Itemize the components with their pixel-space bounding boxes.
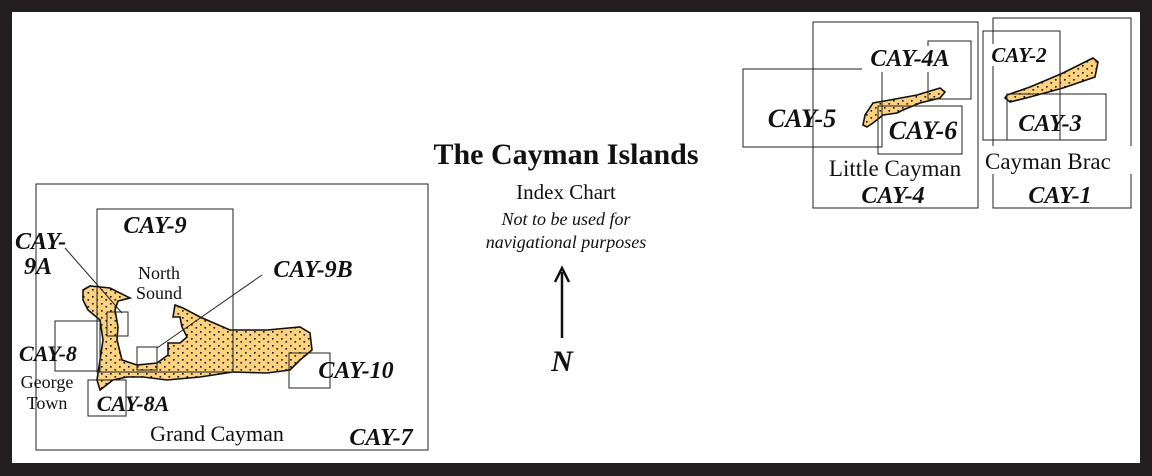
map-title: The Cayman Islands bbox=[433, 138, 698, 171]
cayman-brac-group: CAY-2 CAY-3 Cayman Brac CAY-1 bbox=[982, 17, 1138, 209]
little-cayman-group: CAY-4A CAY-5 CAY-6 Little Cayman CAY-4 bbox=[742, 21, 979, 209]
chart-box-cay-9b bbox=[136, 346, 158, 371]
place-north-sound-line1: North bbox=[138, 263, 180, 283]
map-background bbox=[12, 12, 1140, 463]
map-subtitle: Index Chart bbox=[516, 180, 616, 204]
label-cay-7: CAY-7 bbox=[349, 425, 413, 451]
label-backdrop bbox=[986, 146, 1138, 174]
chart-box-cay-8 bbox=[54, 320, 101, 372]
island-name-cayman-brac: Cayman Brac bbox=[985, 149, 1111, 174]
label-cay-4: CAY-4 bbox=[861, 183, 924, 209]
label-backdrop bbox=[862, 46, 962, 72]
label-cay-10: CAY-10 bbox=[318, 358, 393, 384]
north-arrow-icon bbox=[553, 265, 571, 338]
disclaimer-line1: Not to be used for bbox=[501, 209, 632, 229]
chart-box-cay-4 bbox=[812, 21, 979, 209]
place-george-town-line1: George bbox=[21, 372, 74, 392]
cayman-brac-island bbox=[1003, 57, 1099, 103]
label-cay-1: CAY-1 bbox=[1028, 183, 1091, 209]
place-north-sound-line2: Sound bbox=[136, 283, 182, 303]
label-cay-8a: CAY-8A bbox=[97, 391, 170, 416]
label-cay-8: CAY-8 bbox=[19, 341, 77, 366]
leader-line-cay-9b bbox=[156, 274, 263, 349]
chart-box-cay-9 bbox=[96, 208, 234, 373]
label-cay-5: CAY-5 bbox=[768, 104, 836, 133]
frame-right bbox=[1140, 0, 1152, 476]
grand-cayman-island bbox=[82, 285, 313, 392]
label-cay-9b: CAY-9B bbox=[273, 257, 352, 283]
disclaimer-line2: navigational purposes bbox=[486, 232, 647, 252]
label-cay-9a-line2: 9A bbox=[24, 254, 52, 280]
chart-box-cay-3 bbox=[1006, 93, 1107, 141]
label-backdrop bbox=[986, 44, 1056, 66]
label-cay-9: CAY-9 bbox=[123, 213, 186, 239]
label-cay-4a: CAY-4A bbox=[870, 46, 949, 72]
chart-box-cay-6 bbox=[877, 105, 963, 155]
label-cay-3: CAY-3 bbox=[1018, 111, 1081, 137]
chart-box-cay-1 bbox=[992, 17, 1132, 209]
label-cay-9a-line1: CAY- bbox=[15, 229, 66, 255]
title-block: The Cayman Islands Index Chart Not to be… bbox=[433, 138, 698, 378]
island-name-little-cayman: Little Cayman bbox=[829, 156, 962, 181]
grand-cayman-group: CAY-9 CAY- 9A North Sound CAY-9B CAY-8 G… bbox=[15, 183, 429, 451]
place-george-town-line2: Town bbox=[27, 393, 68, 413]
leader-line-cay-9a bbox=[64, 247, 123, 314]
chart-box-cay-10 bbox=[288, 352, 331, 389]
little-cayman-island bbox=[862, 87, 947, 128]
chart-box-cay-9a bbox=[106, 311, 129, 337]
chart-box-cay-7 bbox=[35, 183, 429, 451]
chart-box-cay-8a bbox=[87, 379, 127, 417]
chart-box-cay-5 bbox=[742, 68, 883, 148]
label-cay-2: CAY-2 bbox=[991, 43, 1047, 67]
label-cay-6: CAY-6 bbox=[889, 116, 957, 145]
island-name-grand-cayman: Grand Cayman bbox=[150, 421, 284, 446]
north-label: N bbox=[550, 345, 574, 378]
label-backdrop bbox=[815, 155, 975, 181]
